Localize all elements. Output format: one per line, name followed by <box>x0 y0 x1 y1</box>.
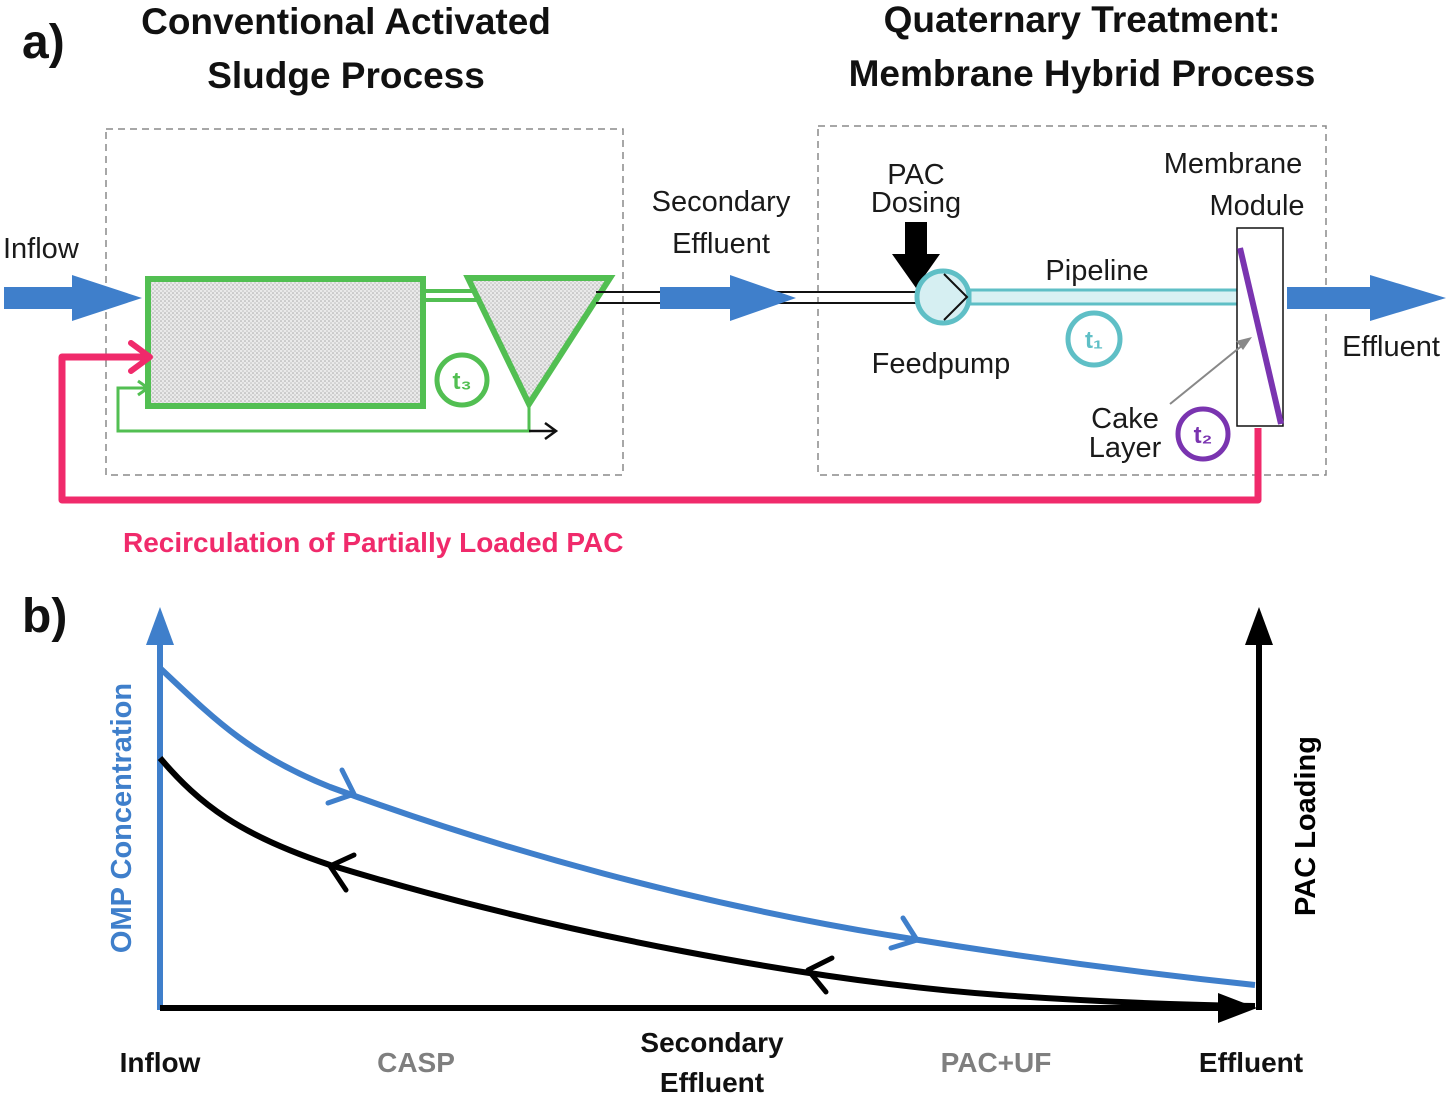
pac-loading-curve <box>157 756 1256 1009</box>
pac-loading-axis-label: PAC Loading <box>1290 736 1322 916</box>
title-quaternary-line1: Quaternary Treatment: <box>884 0 1281 40</box>
pipeline <box>968 288 1240 306</box>
t2-label: t₂ <box>1194 422 1213 449</box>
omp-concentration-curve <box>157 665 1256 988</box>
t1-label: t₁ <box>1085 327 1103 354</box>
cake-layer-label-line1: Cake <box>1091 403 1159 435</box>
x-label-secondary-effluent: Effluent <box>660 1067 764 1097</box>
omp-curve-direction-arrow-2 <box>888 915 920 951</box>
sludge-return-arrowhead <box>137 379 151 397</box>
sludge-return-line <box>116 386 531 433</box>
feedpump-icon <box>914 268 972 326</box>
membrane-module-label-line2: Module <box>1209 190 1304 222</box>
membrane-cake-layer <box>1237 247 1284 425</box>
pac-dosing-label-line1: PAC <box>887 159 944 191</box>
x-label-effluent: Effluent <box>1199 1047 1303 1078</box>
secondary-effluent-label-line1: Secondary <box>652 186 791 218</box>
omp-concentration-axis-label: OMP Concentration <box>106 683 138 953</box>
pac-dosing-label-line2: Dosing <box>871 187 961 219</box>
membrane-process-boundary-box <box>817 125 1327 476</box>
membrane-module-label-line1: Membrane <box>1164 148 1303 180</box>
feedpump-label: Feedpump <box>872 348 1011 380</box>
inflow-arrow <box>4 275 142 321</box>
pac-recirculation-line <box>58 353 1262 504</box>
effluent-label-a: Effluent <box>1342 331 1440 363</box>
t3-label: t₃ <box>452 368 471 395</box>
cake-layer-pointer <box>1169 343 1245 405</box>
x-label-inflow: Inflow <box>120 1047 201 1078</box>
cake-layer-label-line2: Layer <box>1089 432 1162 464</box>
secondary-effluent-label-line2: Effluent <box>672 228 770 260</box>
omp-axis-arrowhead <box>146 607 174 645</box>
x-label-casp: CASP <box>377 1047 455 1078</box>
x-label-secondary: Secondary <box>640 1027 784 1058</box>
effluent-arrow <box>1287 275 1446 321</box>
panel-a-label: a) <box>22 16 65 69</box>
aeration-tank <box>145 276 426 409</box>
excess-sludge-arrowhead <box>544 421 559 441</box>
pac-recirculation-arrowhead <box>128 340 153 374</box>
t1-residence-marker <box>1065 310 1123 368</box>
inflow-label: Inflow <box>3 233 80 265</box>
pac-loading-axis-arrowhead <box>1245 607 1273 645</box>
pac-curve-direction-arrow-2 <box>805 955 835 995</box>
t3-residence-marker <box>434 352 490 408</box>
x-label-pac-uf: PAC+UF <box>941 1047 1052 1078</box>
feedpump-direction-icon <box>943 273 969 321</box>
title-casp-line2: Sludge Process <box>207 55 485 96</box>
recirculation-label: Recirculation of Partially Loaded PAC <box>123 527 623 558</box>
pac-dosing-arrow <box>892 222 940 288</box>
panel-b-label: b) <box>22 590 67 643</box>
pipeline-label: Pipeline <box>1045 255 1148 287</box>
cake-layer-pointer-head <box>1236 337 1252 350</box>
secondary-effluent-arrow <box>660 275 796 321</box>
title-casp-line1: Conventional Activated <box>141 1 551 42</box>
omp-curve-direction-arrow-1 <box>325 767 357 806</box>
t2-residence-marker <box>1175 406 1231 462</box>
pac-curve-direction-arrow-1 <box>327 852 357 893</box>
secondary-clarifier <box>463 275 616 411</box>
title-quaternary-line2: Membrane Hybrid Process <box>849 53 1316 94</box>
